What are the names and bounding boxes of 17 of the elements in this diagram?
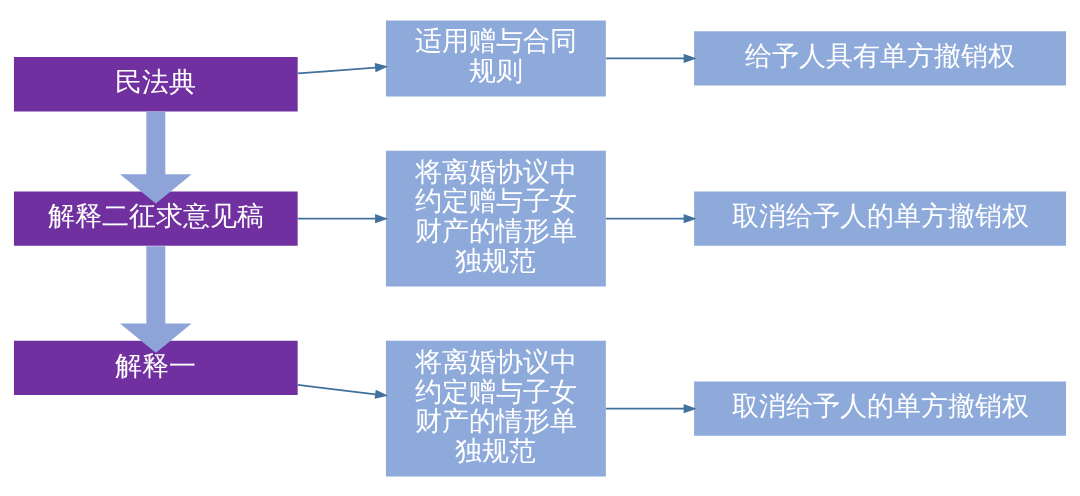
node-box: 适用赠与合同规则 <box>385 19 606 96</box>
arrow <box>296 213 389 223</box>
node-box: 将离婚协议中约定赠与子女财产的情形单独规范 <box>385 340 606 477</box>
arrow <box>296 62 389 74</box>
arrow <box>605 213 697 223</box>
arrow <box>296 383 389 399</box>
node-box: 取消给予人的单方撤销权 <box>694 191 1067 246</box>
node-box: 取消给予人的单方撤销权 <box>694 381 1067 436</box>
arrow <box>119 110 192 204</box>
node-box: 民法典 <box>13 56 298 111</box>
arrow <box>119 245 192 353</box>
node-box: 解释一 <box>13 340 298 395</box>
arrow <box>605 403 697 413</box>
arrow <box>605 53 697 63</box>
node-box: 将离婚协议中约定赠与子女财产的情形单独规范 <box>385 150 606 286</box>
node-box: 给予人具有单方撤销权 <box>694 30 1067 86</box>
node-box: 解释二征求意见稿 <box>13 191 298 246</box>
